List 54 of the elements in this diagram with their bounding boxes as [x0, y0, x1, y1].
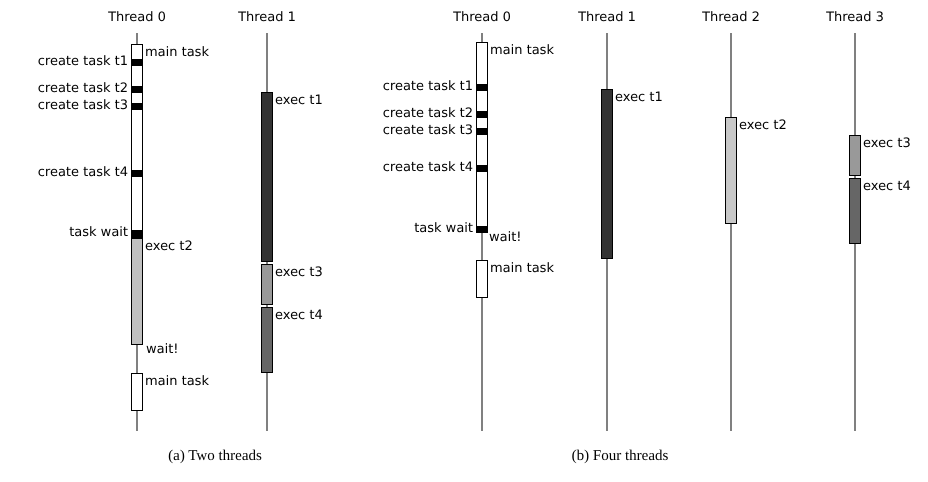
task-label: exec t1 — [615, 90, 663, 105]
thread-heading: Thread 1 — [578, 10, 636, 25]
task-bar — [261, 307, 273, 373]
wait-label: wait! — [146, 342, 179, 357]
caption: (a) Two threads — [168, 449, 262, 464]
event-label: create task t4 — [38, 165, 128, 180]
task-bar — [131, 238, 143, 345]
task-label: main task — [490, 261, 554, 276]
task-bar — [849, 135, 861, 176]
task-label: main task — [145, 374, 209, 389]
task-bar — [476, 260, 488, 298]
task-bar — [476, 42, 488, 232]
thread-heading: Thread 0 — [108, 10, 166, 25]
task-label: exec t4 — [275, 308, 323, 323]
event-label: create task t3 — [38, 98, 128, 113]
task-marker — [131, 86, 143, 93]
event-label: create task t2 — [382, 106, 473, 121]
task-bar — [261, 92, 273, 262]
task-bar — [601, 89, 613, 259]
thread-heading: Thread 0 — [453, 10, 511, 25]
task-bar — [261, 264, 273, 305]
task-label: main task — [145, 45, 209, 60]
task-bar — [849, 178, 861, 244]
event-label: create task t2 — [38, 81, 128, 96]
task-label: exec t2 — [739, 118, 787, 133]
thread-heading: Thread 3 — [826, 10, 884, 25]
task-label: exec t2 — [145, 239, 193, 254]
task-label: exec t3 — [863, 136, 911, 151]
event-label: task wait — [414, 221, 473, 236]
event-label: create task t4 — [382, 160, 473, 175]
task-marker — [131, 103, 143, 110]
thread-heading: Thread 1 — [238, 10, 296, 25]
task-marker — [476, 111, 488, 118]
wait-label: wait! — [489, 230, 522, 245]
task-bar — [725, 117, 737, 224]
task-label: exec t1 — [275, 93, 323, 108]
task-label: exec t3 — [275, 265, 323, 280]
event-label: create task t3 — [382, 123, 473, 138]
task-marker — [476, 165, 488, 172]
task-label: main task — [490, 43, 554, 58]
event-label: create task t1 — [382, 79, 473, 94]
task-label: exec t4 — [863, 179, 911, 194]
task-marker — [131, 170, 143, 177]
task-bar — [131, 373, 143, 411]
task-marker — [131, 230, 143, 237]
event-label: task wait — [69, 225, 128, 240]
event-label: create task t1 — [38, 54, 128, 69]
task-marker — [476, 84, 488, 91]
task-bar — [131, 44, 143, 238]
task-marker — [476, 226, 488, 233]
caption: (b) Four threads — [572, 449, 668, 464]
task-marker — [131, 59, 143, 66]
thread-heading: Thread 2 — [702, 10, 760, 25]
task-marker — [476, 128, 488, 135]
